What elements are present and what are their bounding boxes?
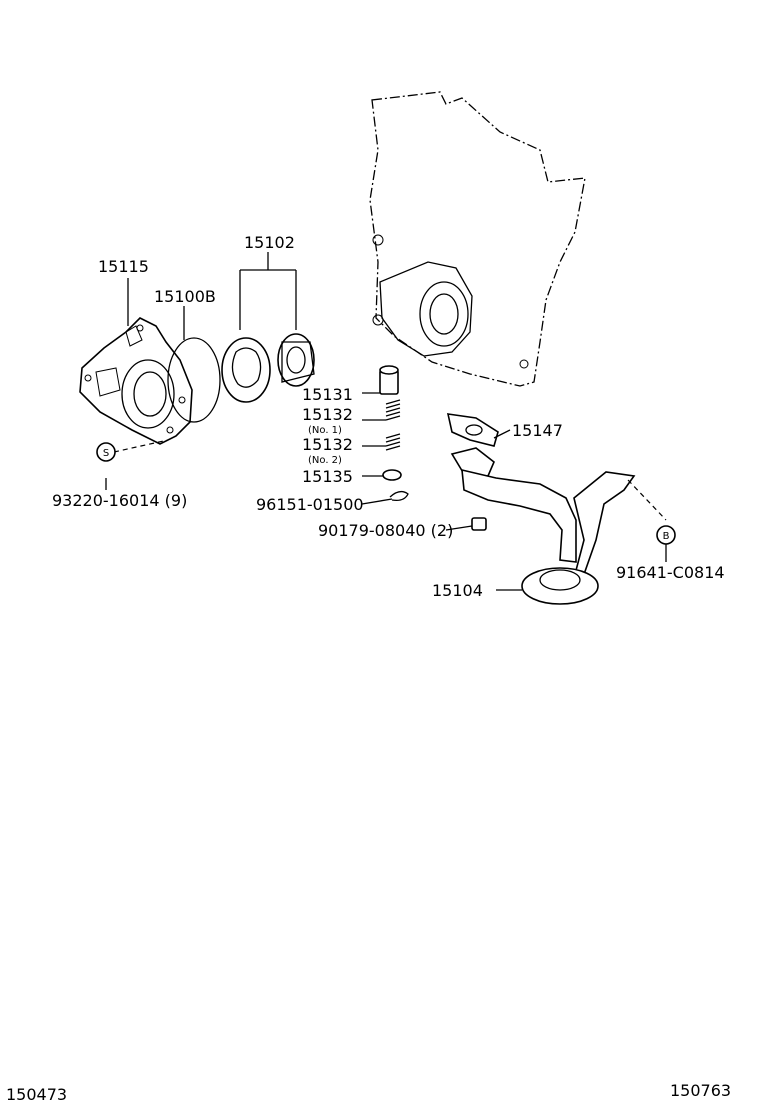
label-15115: 15115 (98, 257, 149, 276)
retainer (382, 469, 402, 481)
gasket (446, 413, 499, 447)
label-90179-08040: 90179-08040 (2) (318, 521, 453, 540)
diagram-code-right: 150763 (670, 1081, 731, 1100)
label-15132-no2: 15132 (302, 435, 353, 454)
leader-lines (105, 252, 667, 591)
label-15102: 15102 (244, 233, 295, 252)
spring-no2 (385, 433, 401, 451)
pump-rotor-set (221, 333, 315, 403)
label-15100b: 15100B (154, 287, 216, 306)
engine-block-outline (369, 91, 586, 387)
mark-s-circle: S (96, 442, 116, 462)
label-15147: 15147 (512, 421, 563, 440)
snap-ring (389, 490, 409, 502)
label-96151-01500: 96151-01500 (256, 495, 364, 514)
label-15132-no2-note: (No. 2) (308, 455, 342, 466)
mark-b-circle: B (656, 525, 676, 545)
oil-pump-body (79, 317, 193, 445)
oil-strainer (450, 447, 636, 605)
o-ring (167, 337, 221, 423)
relief-valve (379, 365, 399, 395)
label-15132-no1-note: (No. 1) (308, 425, 342, 436)
label-93220-16014: 93220-16014 (9) (52, 491, 187, 510)
nut (471, 517, 487, 531)
label-15131: 15131 (302, 385, 353, 404)
svg-text:S: S (103, 448, 109, 459)
label-15104: 15104 (432, 581, 483, 600)
spring-no1 (385, 399, 401, 421)
label-91641-c0814: 91641-C0814 (616, 563, 725, 582)
label-15132-no1: 15132 (302, 405, 353, 424)
diagram-code-left: 150473 (6, 1085, 67, 1104)
label-15135: 15135 (302, 467, 353, 486)
svg-text:B: B (663, 531, 670, 542)
